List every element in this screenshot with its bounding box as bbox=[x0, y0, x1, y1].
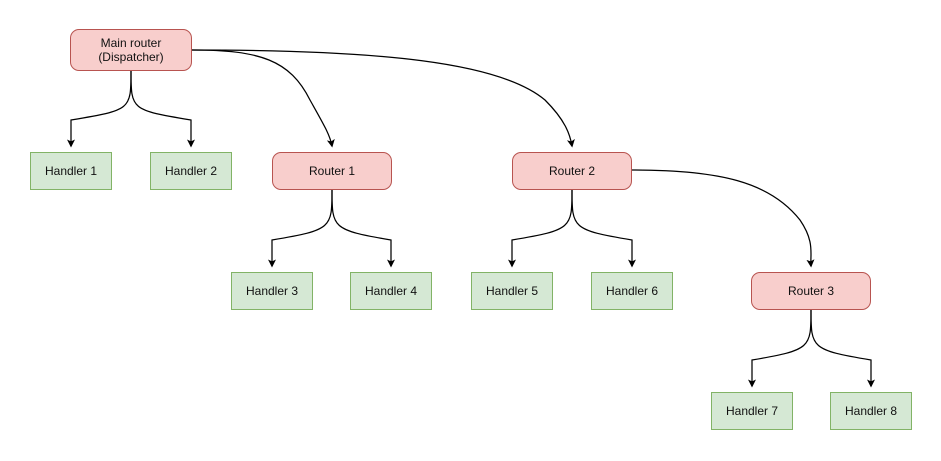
node-label-handler-7: Handler 7 bbox=[725, 404, 779, 418]
node-label-router-3: Router 3 bbox=[787, 284, 835, 298]
node-label-handler-2: Handler 2 bbox=[164, 164, 218, 178]
edge-router-2-to-router-3 bbox=[631, 169, 815, 268]
edge-router-3-to-handler-7 bbox=[748, 309, 812, 388]
node-label-handler-8: Handler 8 bbox=[844, 404, 898, 418]
node-handler-7[interactable]: Handler 7 bbox=[711, 392, 793, 430]
edge-main-router-to-handler-2 bbox=[130, 70, 196, 148]
node-handler-4[interactable]: Handler 4 bbox=[350, 272, 432, 310]
node-label-handler-1: Handler 1 bbox=[44, 164, 98, 178]
node-label-router-2: Router 2 bbox=[548, 164, 596, 178]
edge-main-router-to-handler-1 bbox=[67, 70, 132, 148]
edge-main-router-to-router-2 bbox=[191, 49, 575, 148]
node-handler-2[interactable]: Handler 2 bbox=[150, 152, 232, 190]
node-router-2[interactable]: Router 2 bbox=[512, 152, 632, 190]
node-handler-3[interactable]: Handler 3 bbox=[231, 272, 313, 310]
node-router-1[interactable]: Router 1 bbox=[272, 152, 392, 190]
node-handler-8[interactable]: Handler 8 bbox=[830, 392, 912, 430]
edge-router-2-to-handler-6 bbox=[571, 189, 637, 268]
node-label-handler-3: Handler 3 bbox=[245, 284, 299, 298]
node-handler-5[interactable]: Handler 5 bbox=[471, 272, 553, 310]
node-router-3[interactable]: Router 3 bbox=[751, 272, 871, 310]
edge-router-1-to-handler-3 bbox=[268, 189, 333, 268]
node-handler-1[interactable]: Handler 1 bbox=[30, 152, 112, 190]
edge-main-router-to-router-1 bbox=[191, 49, 335, 148]
node-label-handler-5: Handler 5 bbox=[485, 284, 539, 298]
edge-router-1-to-handler-4 bbox=[331, 189, 396, 268]
edge-router-3-to-handler-8 bbox=[810, 309, 876, 388]
edge-router-2-to-handler-5 bbox=[508, 189, 573, 268]
node-label-handler-6: Handler 6 bbox=[605, 284, 659, 298]
node-handler-6[interactable]: Handler 6 bbox=[591, 272, 673, 310]
node-label-main-router: Main router (Dispatcher) bbox=[98, 36, 164, 64]
node-main-router[interactable]: Main router (Dispatcher) bbox=[70, 29, 192, 71]
node-label-router-1: Router 1 bbox=[308, 164, 356, 178]
node-label-handler-4: Handler 4 bbox=[364, 284, 418, 298]
